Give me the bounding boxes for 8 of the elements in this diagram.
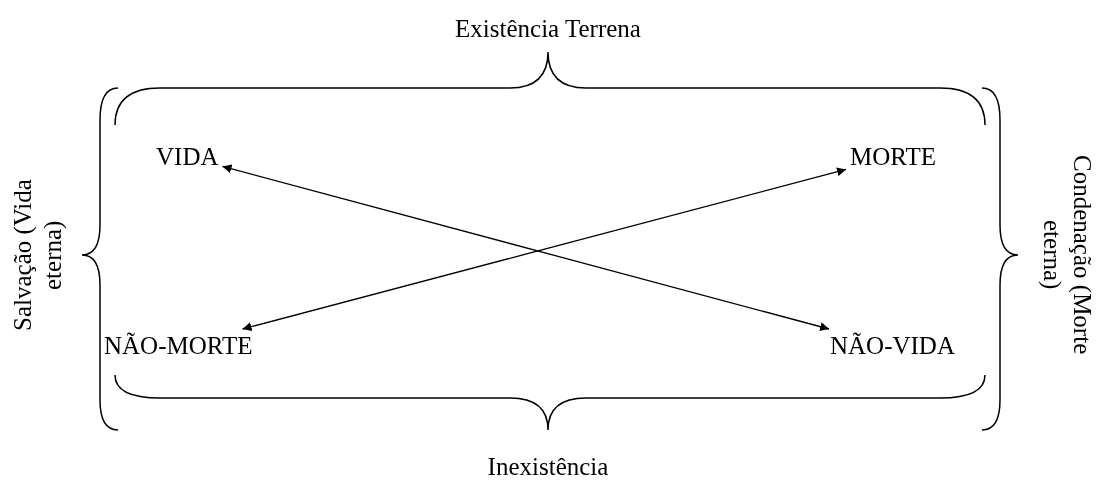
bracket-label: Condenação (Morte eterna) xyxy=(1038,155,1097,355)
bracket-label: Existência Terrena xyxy=(454,14,642,44)
bracket-label: Salvação (Vida eterna) xyxy=(8,178,67,333)
concept-label: MORTE xyxy=(846,140,940,174)
bracket-label: Inexistência xyxy=(486,452,610,482)
concept-label: NÃO-MORTE xyxy=(100,329,257,363)
concept-label: VIDA xyxy=(152,140,223,174)
concept-label: NÃO-VIDA xyxy=(826,329,959,363)
